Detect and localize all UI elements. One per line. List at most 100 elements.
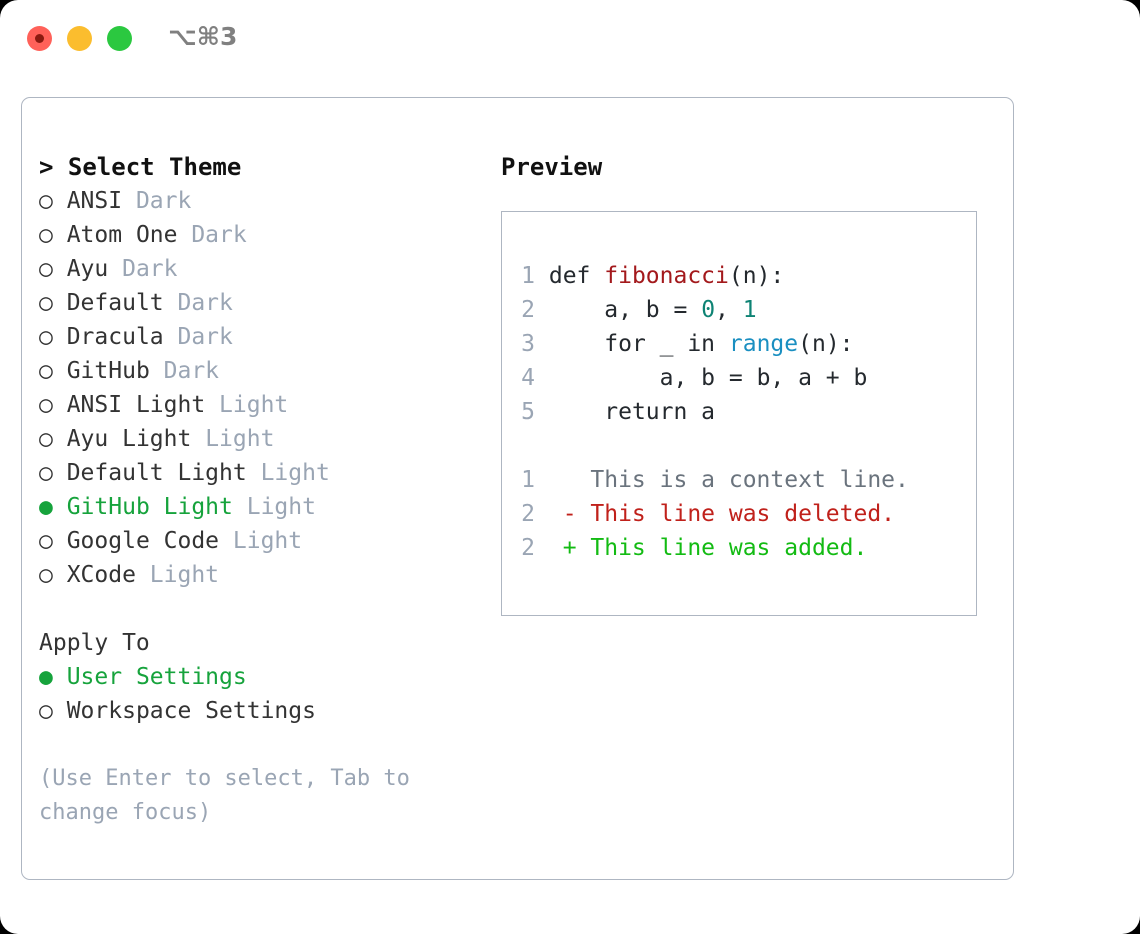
theme-option-label: Atom One <box>66 222 192 248</box>
radio-unselected-icon: ○ <box>39 324 67 350</box>
theme-option[interactable]: ○ ANSI Light Light <box>39 388 479 422</box>
line-number: 2 <box>521 535 535 561</box>
diff-line: 1 This is a context line. <box>521 463 961 497</box>
line-number: 2 <box>521 297 535 323</box>
code-line: 5 return a <box>521 395 961 429</box>
theme-option[interactable]: ○ ANSI Dark <box>39 184 479 218</box>
theme-option-tag: Light <box>232 528 303 554</box>
window-minimize-button[interactable] <box>67 26 92 51</box>
apply-to-option-label: Workspace Settings <box>66 698 316 724</box>
title-bar: ⌥⌘3 <box>0 0 1140 76</box>
code-token: a, b = <box>548 297 702 323</box>
theme-option-tag: Dark <box>191 222 247 248</box>
theme-option[interactable]: ○ Default Light Light <box>39 456 479 490</box>
code-line: 2 a, b = 0, 1 <box>521 293 961 327</box>
theme-option-label: Default <box>66 290 178 316</box>
code-token: (n): <box>728 263 785 289</box>
main-panel: > Select Theme ○ ANSI Dark○ Atom One Dar… <box>21 97 1014 880</box>
keyboard-shortcut-label: ⌥⌘3 <box>168 22 238 51</box>
window-maximize-button[interactable] <box>107 26 132 51</box>
code-token: 0 <box>701 297 716 323</box>
apply-to-heading: Apply To <box>39 630 150 656</box>
radio-unselected-icon: ○ <box>39 222 67 248</box>
theme-list[interactable]: ○ ANSI Dark○ Atom One Dark○ Ayu Dark○ De… <box>39 184 479 592</box>
radio-unselected-icon: ○ <box>39 290 67 316</box>
theme-option-tag: Light <box>219 392 289 418</box>
radio-unselected-icon: ○ <box>39 698 67 724</box>
theme-option-tag: Light <box>246 494 316 520</box>
theme-option[interactable]: ○ Default Dark <box>39 286 479 320</box>
code-diff-separator <box>521 429 961 463</box>
code-token: fibonacci <box>604 263 729 289</box>
theme-option-label: GitHub <box>66 358 164 384</box>
radio-unselected-icon: ○ <box>39 188 67 214</box>
apply-to-option-label: User Settings <box>66 664 247 690</box>
theme-option-tag: Light <box>260 460 330 486</box>
apply-to-option[interactable]: ● User Settings <box>39 660 479 694</box>
apply-to-list[interactable]: ● User Settings○ Workspace Settings <box>39 660 479 728</box>
theme-option[interactable]: ○ Dracula Dark <box>39 320 479 354</box>
radio-unselected-icon: ○ <box>39 528 67 554</box>
radio-unselected-icon: ○ <box>39 460 67 486</box>
line-number: 5 <box>521 399 535 425</box>
theme-option-label: ANSI Light <box>66 392 220 418</box>
theme-option-label: GitHub Light <box>66 494 247 520</box>
preview-column: Preview 1 def fibonacci(n):2 a, b = 0, 1… <box>501 150 1001 616</box>
code-token: for _ in <box>548 331 729 357</box>
code-token: return a <box>548 399 716 425</box>
radio-unselected-icon: ○ <box>39 426 67 452</box>
diff-line-text: + This line was added. <box>535 535 868 561</box>
theme-option[interactable]: ● GitHub Light Light <box>39 490 479 524</box>
radio-selected-icon: ● <box>39 664 67 690</box>
theme-option-label: ANSI <box>66 188 136 214</box>
diff-line-text: - This line was deleted. <box>535 501 896 527</box>
theme-option-tag: Dark <box>163 358 220 384</box>
radio-unselected-icon: ○ <box>39 256 67 282</box>
apply-to-option[interactable]: ○ Workspace Settings <box>39 694 479 728</box>
radio-unselected-icon: ○ <box>39 358 67 384</box>
theme-option-label: XCode <box>66 562 150 588</box>
theme-option-label: Dracula <box>66 324 178 350</box>
radio-selected-icon: ● <box>39 494 67 520</box>
diff-line: 2 + This line was added. <box>521 531 961 565</box>
window-close-button[interactable] <box>27 26 52 51</box>
code-token: def <box>548 263 605 289</box>
line-number: 2 <box>521 501 535 527</box>
theme-option-tag: Dark <box>177 290 233 316</box>
code-token: a, b = b, a + b <box>548 365 868 391</box>
radio-unselected-icon: ○ <box>39 562 67 588</box>
line-number: 1 <box>521 263 535 289</box>
theme-option[interactable]: ○ Atom One Dark <box>39 218 479 252</box>
theme-option-tag: Light <box>149 562 220 588</box>
theme-option[interactable]: ○ GitHub Dark <box>39 354 479 388</box>
theme-option-tag: Dark <box>135 188 192 214</box>
theme-option[interactable]: ○ Ayu Dark <box>39 252 479 286</box>
theme-selector-column: > Select Theme ○ ANSI Dark○ Atom One Dar… <box>39 150 479 830</box>
theme-option[interactable]: ○ Ayu Light Light <box>39 422 479 456</box>
theme-option-label: Google Code <box>66 528 233 554</box>
line-number: 1 <box>521 467 535 493</box>
theme-option-label: Ayu Light <box>66 426 206 452</box>
diff-line-text: This is a context line. <box>535 467 909 493</box>
theme-option-tag: Dark <box>122 256 178 282</box>
theme-option-tag: Dark <box>177 324 233 350</box>
theme-option-label: Default Light <box>66 460 261 486</box>
diff-line: 2 - This line was deleted. <box>521 497 961 531</box>
theme-option[interactable]: ○ Google Code Light <box>39 524 479 558</box>
code-token: 1 <box>742 297 757 323</box>
code-token: range <box>728 331 799 357</box>
theme-option-label: Ayu <box>66 256 123 282</box>
code-line: 3 for _ in range(n): <box>521 327 961 361</box>
code-line: 1 def fibonacci(n): <box>521 259 961 293</box>
code-token: (n): <box>798 331 854 357</box>
line-number: 3 <box>521 331 535 357</box>
theme-option[interactable]: ○ XCode Light <box>39 558 479 592</box>
code-line: 4 a, b = b, a + b <box>521 361 961 395</box>
radio-unselected-icon: ○ <box>39 392 67 418</box>
theme-option-tag: Light <box>205 426 275 452</box>
preview-heading: Preview <box>501 153 603 181</box>
keyboard-hint-text: (Use Enter to select, Tab to change focu… <box>39 766 424 825</box>
